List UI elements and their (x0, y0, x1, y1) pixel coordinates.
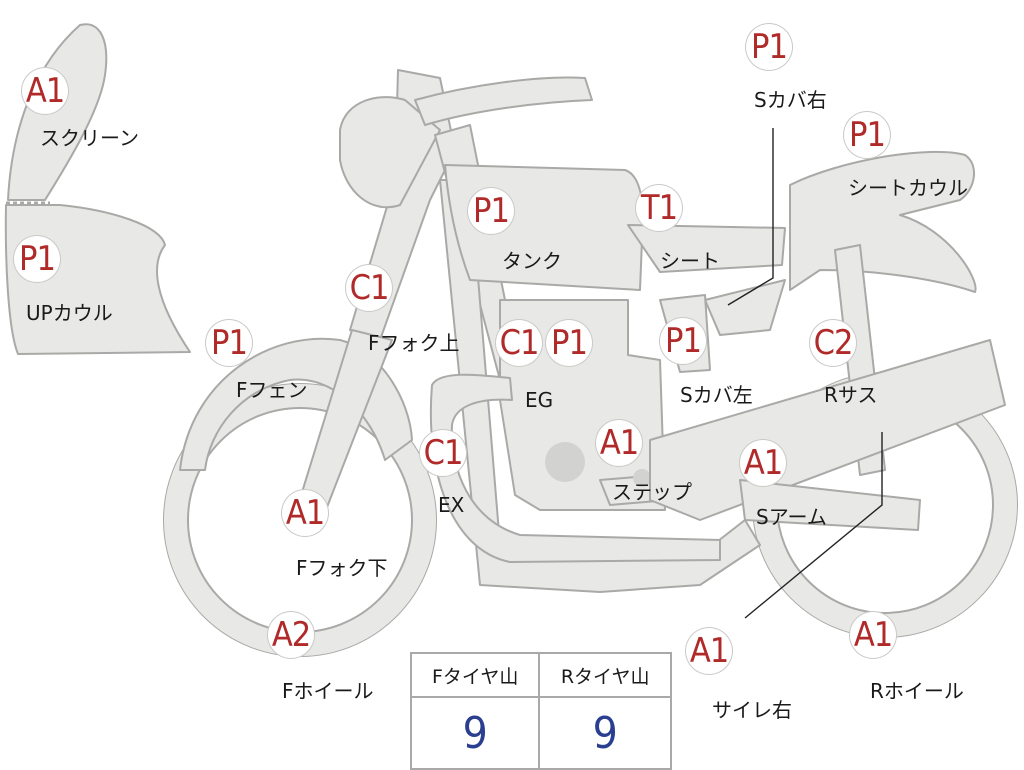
part-code: T1 (636, 185, 682, 231)
part-code: A1 (686, 628, 732, 674)
part-code: C1 (420, 430, 466, 476)
part-label: シートカウル (848, 176, 968, 200)
exhaust-shape (429, 373, 721, 563)
part-label: Sアーム (756, 505, 827, 529)
part-code: A1 (22, 68, 68, 114)
part-code: A1 (740, 440, 786, 486)
part-label: タンク (502, 249, 562, 273)
handlebar-shape (414, 76, 593, 126)
swing-arm-lower-shape (739, 479, 921, 531)
tire-tread-table: Fタイヤ山 Rタイヤ山 9 9 (409, 652, 672, 770)
rear-tire-value: 9 (538, 696, 672, 770)
part-label: EG (525, 388, 554, 412)
part-code: C2 (810, 320, 856, 366)
seat-cowl-shape (789, 150, 977, 293)
part-label: サイレ右 (712, 698, 792, 722)
swing-arm-shape (649, 339, 1006, 521)
part-code: P1 (746, 24, 792, 70)
rear-tire-header: Rタイヤ山 (538, 652, 672, 698)
part-code: A1 (850, 612, 896, 658)
part-code: P1 (468, 188, 514, 234)
seat-shape (627, 224, 786, 273)
part-label: Sカバ左 (680, 383, 753, 407)
part-code: P1 (844, 112, 890, 158)
front-tire-header: Fタイヤ山 (409, 652, 541, 698)
part-label: シート (660, 249, 720, 273)
part-label: ステップ (612, 480, 692, 504)
part-label: Fフェン (236, 378, 308, 402)
part-code: P1 (14, 236, 60, 282)
part-code: A2 (268, 612, 314, 658)
part-code: A1 (282, 490, 328, 536)
screen-shape (7, 23, 108, 201)
side-cover-right-shape (704, 279, 786, 336)
part-code: P1 (660, 318, 706, 364)
part-label: Sカバ右 (754, 88, 827, 112)
part-label: Fフォク上 (368, 331, 460, 355)
part-label: スクリーン (40, 126, 139, 150)
part-label: Rサス (824, 383, 878, 407)
part-label: Rホイール (870, 679, 964, 703)
part-label: UPカウル (26, 301, 113, 325)
part-code: C1 (346, 265, 392, 311)
front-tire-value: 9 (409, 696, 541, 770)
headlight-shape (339, 96, 441, 209)
part-code-secondary: P1 (546, 320, 592, 366)
part-code: P1 (206, 320, 252, 366)
part-code: A1 (596, 420, 642, 466)
side-cover-right-leader (727, 128, 774, 306)
part-code: C1 (496, 320, 542, 366)
part-label: Fホイール (282, 679, 374, 703)
part-label: EX (438, 493, 465, 517)
part-label: Fフォク下 (296, 556, 388, 580)
silencer-right-leader (744, 432, 883, 619)
